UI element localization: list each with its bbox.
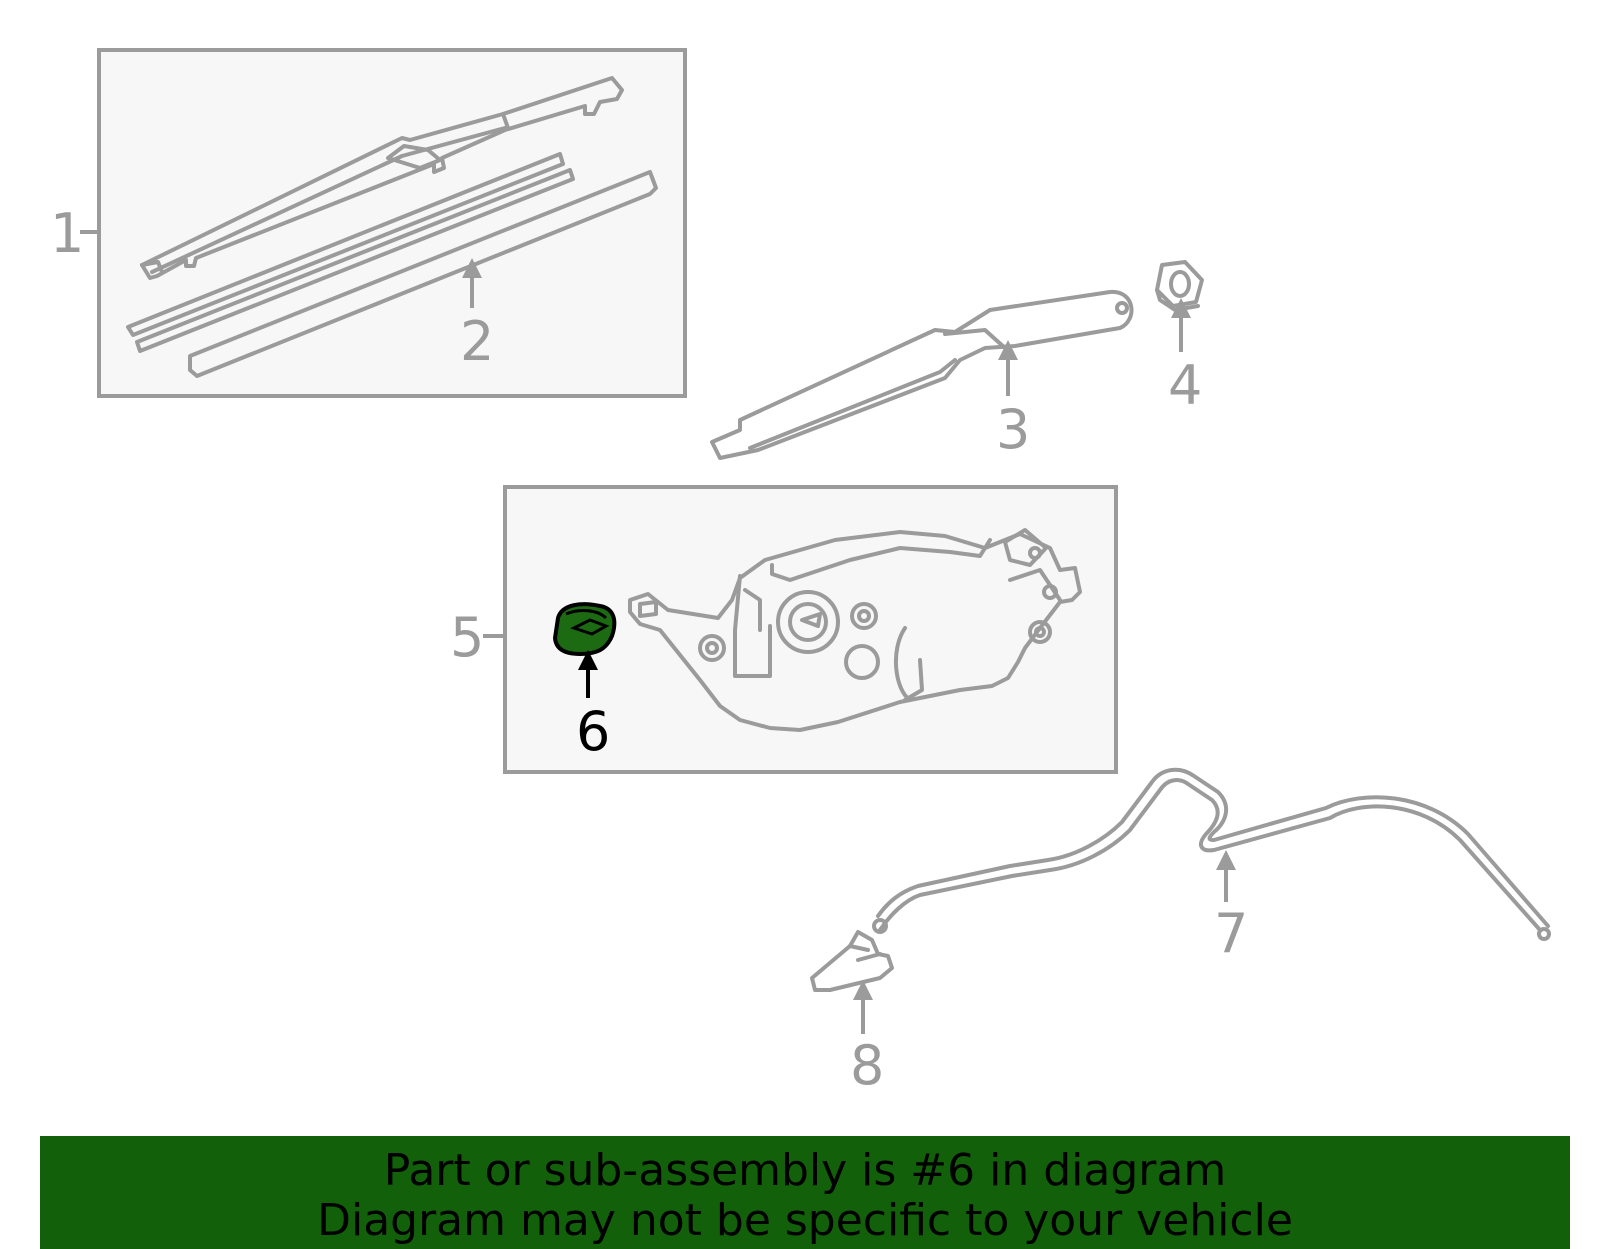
info-banner: Part or sub-assembly is #6 in diagram Di…: [40, 1136, 1570, 1249]
wiper-arm: [710, 289, 1134, 460]
parts-diagram: 1 2 3 4 5 6 7 8: [50, 48, 1551, 1097]
callout-3[interactable]: 3: [996, 398, 1030, 461]
grommet-highlighted[interactable]: [553, 602, 617, 656]
banner-line-1: Part or sub-assembly is #6 in diagram: [383, 1145, 1227, 1196]
callout-5[interactable]: 5: [450, 606, 484, 669]
banner-line-2: Diagram may not be specific to your vehi…: [317, 1195, 1293, 1246]
wiper-motor: [628, 528, 1082, 732]
callout-8[interactable]: 8: [850, 1034, 884, 1097]
grommet-body: [553, 602, 617, 656]
callout-6[interactable]: 6: [576, 700, 610, 763]
callout-2[interactable]: 2: [460, 310, 494, 373]
nut: [1155, 260, 1204, 312]
callout-7[interactable]: 7: [1214, 902, 1248, 965]
wiper-blade-frame: [140, 76, 624, 280]
washer-nozzle: [810, 930, 894, 992]
wiper-blade-rubber: [126, 152, 658, 378]
washer-hose: [872, 767, 1551, 941]
callout-1[interactable]: 1: [50, 202, 84, 265]
callout-4[interactable]: 4: [1168, 354, 1202, 417]
